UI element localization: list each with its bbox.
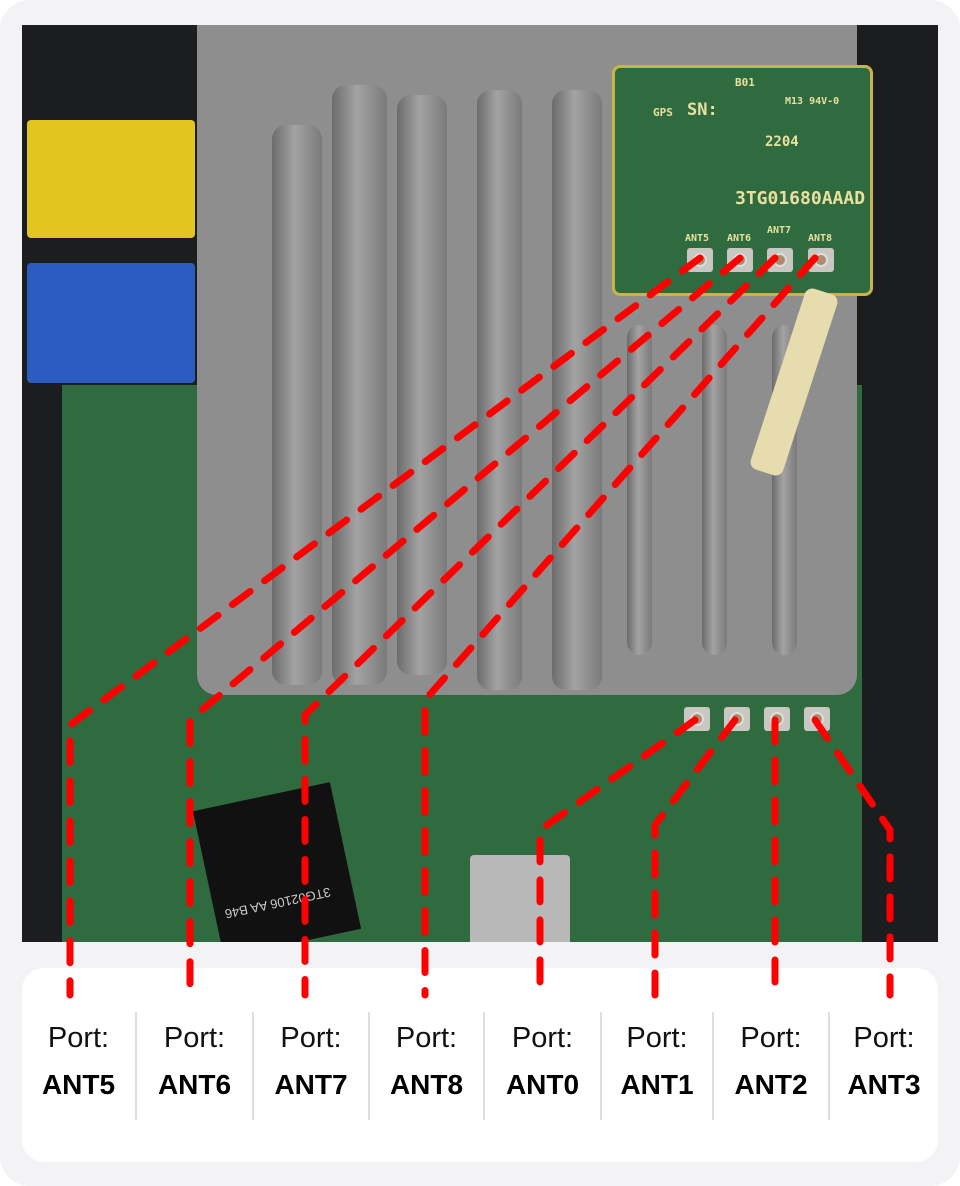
divider bbox=[252, 1012, 254, 1120]
port-label: Port: ANT5 bbox=[22, 1004, 135, 1122]
port-label: Port: ANT0 bbox=[485, 1004, 600, 1122]
rev-label: B01 bbox=[735, 76, 755, 89]
port-label: Port: ANT3 bbox=[830, 1004, 938, 1122]
port-name: ANT0 bbox=[505, 1069, 580, 1100]
gps-label: GPS bbox=[653, 106, 673, 119]
divider bbox=[828, 1012, 830, 1120]
port-name: ANT1 bbox=[620, 1069, 694, 1100]
port-prefix: Port: bbox=[740, 1022, 802, 1054]
ant8-silk: ANT8 bbox=[808, 233, 833, 244]
port-prefix: Port: bbox=[47, 1022, 110, 1054]
sim-slot bbox=[470, 855, 570, 942]
port-prefix: Port: bbox=[395, 1022, 458, 1054]
port-label: Port: ANT1 bbox=[602, 1004, 712, 1122]
ant7-silk: ANT7 bbox=[767, 225, 792, 236]
port-label: Port: ANT2 bbox=[714, 1004, 828, 1122]
port-prefix: Port: bbox=[626, 1022, 688, 1054]
ant0-leader-line bbox=[536, 716, 699, 999]
port-prefix: Port: bbox=[163, 1022, 226, 1054]
model-label: 3TG01680AAAD bbox=[735, 188, 866, 209]
port-name: ANT7 bbox=[274, 1069, 348, 1100]
port-prefix: Port: bbox=[853, 1022, 915, 1054]
rating-label: M13 94V-0 bbox=[785, 96, 840, 107]
ant5-leader-line bbox=[66, 254, 704, 999]
ant6-silk: ANT6 bbox=[727, 233, 752, 244]
port-name: ANT2 bbox=[734, 1069, 808, 1100]
port-prefix: Port: bbox=[511, 1022, 574, 1054]
port-name: ANT5 bbox=[41, 1069, 116, 1100]
port-label-card: Port:ANT5 Port:ANT6 Port:ANT7 Port:ANT8 … bbox=[22, 968, 938, 1162]
divider bbox=[483, 1012, 485, 1120]
port-label: Port: ANT7 bbox=[254, 1004, 368, 1122]
port-name: ANT3 bbox=[847, 1069, 921, 1100]
ant1-leader-line bbox=[651, 716, 739, 999]
yellow-port bbox=[27, 120, 195, 238]
blue-port bbox=[27, 263, 195, 383]
ant5-silk: ANT5 bbox=[685, 233, 710, 244]
ant3-leader-line bbox=[811, 716, 894, 999]
port-label: Port: ANT6 bbox=[137, 1004, 252, 1122]
port-name: ANT8 bbox=[389, 1069, 464, 1100]
port-label: Port: ANT8 bbox=[370, 1004, 483, 1122]
divider bbox=[368, 1012, 370, 1120]
divider bbox=[600, 1012, 602, 1120]
divider bbox=[135, 1012, 137, 1120]
date-label: 2204 bbox=[765, 134, 799, 150]
ant8-leader-line bbox=[421, 254, 819, 999]
ant7-leader-line bbox=[301, 254, 779, 999]
port-prefix: Port: bbox=[280, 1022, 342, 1054]
ant6-leader-line bbox=[186, 254, 744, 999]
divider bbox=[712, 1012, 714, 1120]
port-name: ANT6 bbox=[157, 1069, 232, 1100]
sn-label: SN: bbox=[687, 100, 718, 120]
